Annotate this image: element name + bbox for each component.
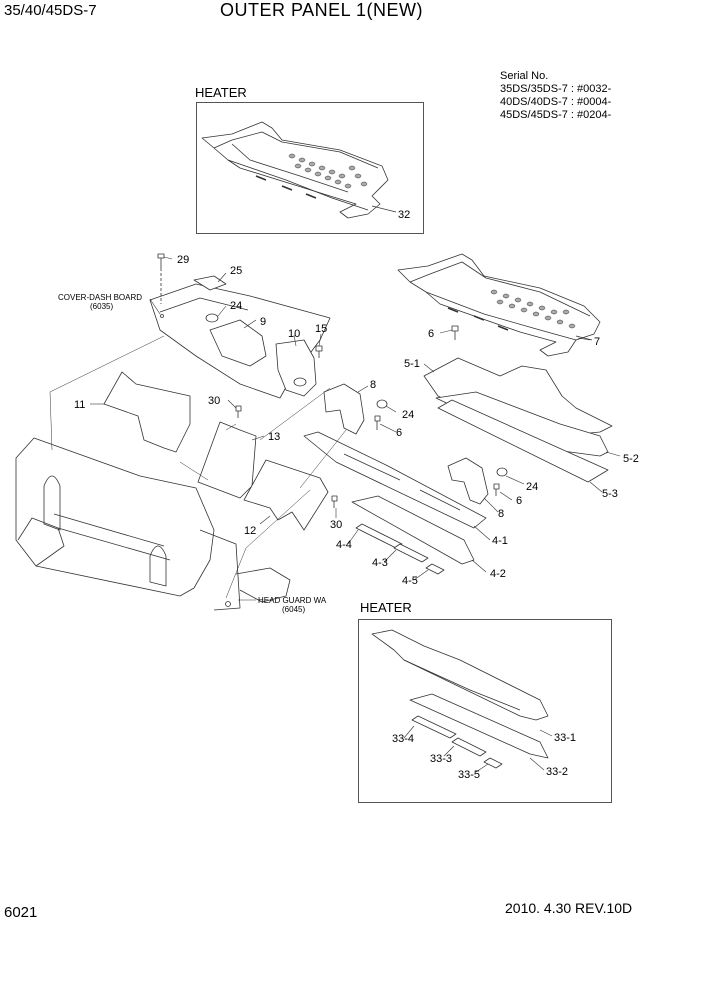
callout-5-2: 5-2 xyxy=(623,453,639,465)
serial-heading: Serial No. xyxy=(500,70,549,82)
part-8-duct-lower xyxy=(447,457,489,505)
callout-8: 8 xyxy=(370,379,376,391)
part-6-screw-lower xyxy=(493,483,500,496)
heater-inset-frame-top xyxy=(196,102,424,234)
part-8-duct-upper xyxy=(323,383,365,435)
part-4-4-strip xyxy=(355,523,403,549)
page-title: OUTER PANEL 1(NEW) xyxy=(220,0,424,20)
callout-6: 6 xyxy=(428,328,434,340)
callout-10: 10 xyxy=(288,328,300,340)
callout-33-4: 33-4 xyxy=(392,733,414,745)
callout-8: 8 xyxy=(498,508,504,520)
callout-7: 7 xyxy=(594,336,600,348)
part-24-grommet xyxy=(205,313,219,323)
callout-4-5: 4-5 xyxy=(402,575,418,587)
part-4-1-plate xyxy=(303,431,487,529)
part-4-2-plate xyxy=(351,495,475,565)
model-number: 35/40/45DS-7 xyxy=(4,2,97,19)
callout-5-3: 5-3 xyxy=(602,488,618,500)
ref-head-guard-no: (6045) xyxy=(282,605,305,614)
part-6-screw-mid xyxy=(374,415,381,430)
part-30-screw-lower xyxy=(331,495,338,508)
heater-inset-frame-bottom xyxy=(358,619,612,803)
page-number: 6021 xyxy=(4,904,38,921)
callout-24: 24 xyxy=(230,300,242,312)
callout-33-2: 33-2 xyxy=(546,766,568,778)
callout-6: 6 xyxy=(516,495,522,507)
ref-head-guard: HEAD GUARD WA xyxy=(258,596,327,605)
serial-line: 35DS/35DS-7 : #0032- xyxy=(500,83,612,95)
heater-inset-label-bottom: HEATER xyxy=(360,600,412,615)
callout-11: 11 xyxy=(74,399,85,411)
callout-33-3: 33-3 xyxy=(430,753,452,765)
serial-number-block: Serial No. 35DS/35DS-7 : #0032- 40DS/40D… xyxy=(500,70,611,122)
part-9-duct xyxy=(209,319,267,367)
ref-cover-dash-board-no: (6035) xyxy=(90,302,113,311)
callout-30: 30 xyxy=(330,519,342,531)
serial-line: 40DS/40DS-7 : #0004- xyxy=(500,96,612,108)
part-32-floor-plate xyxy=(201,121,397,219)
callout-29: 29 xyxy=(177,254,189,266)
part-11-side-panel xyxy=(103,371,191,453)
callout-24: 24 xyxy=(526,481,538,493)
part-4-3-strip xyxy=(393,543,429,563)
callout-33-1: 33-1 xyxy=(554,732,576,744)
part-13-panel xyxy=(197,421,257,499)
callout-32: 32 xyxy=(398,209,410,221)
callout-6: 6 xyxy=(396,427,402,439)
part-7-floor-plate xyxy=(397,253,601,357)
callout-9: 9 xyxy=(260,316,266,328)
part-6-screw-upper xyxy=(451,325,459,340)
callout-25: 25 xyxy=(230,265,242,277)
part-24-grommet-lower xyxy=(496,467,508,477)
part-33-heater-plates xyxy=(371,629,549,769)
part-25-bracket xyxy=(193,275,227,291)
part-15-screw xyxy=(315,345,323,358)
callout-13: 13 xyxy=(268,431,280,443)
part-24-grommet-mid xyxy=(376,399,388,409)
callout-4-1: 4-1 xyxy=(492,535,508,547)
callout-4-4: 4-4 xyxy=(336,539,352,551)
part-4-5-strip xyxy=(425,563,445,575)
truck-frame xyxy=(15,437,291,611)
part-30-screw-upper xyxy=(235,405,242,418)
callout-33-5: 33-5 xyxy=(458,769,480,781)
serial-line: 45DS/45DS-7 : #0204- xyxy=(500,109,612,121)
part-5-3-plate xyxy=(437,399,609,483)
ref-cover-dash-board: COVER-DASH BOARD xyxy=(58,293,142,302)
heater-inset-label-top: HEATER xyxy=(195,85,247,100)
callout-24: 24 xyxy=(402,409,414,421)
part-12-panel xyxy=(243,459,329,531)
callout-4-3: 4-3 xyxy=(372,557,388,569)
callout-4-2: 4-2 xyxy=(490,568,506,580)
revision-date: 2010. 4.30 REV.10D xyxy=(505,900,633,916)
part-29-bolt xyxy=(157,253,165,304)
callout-30: 30 xyxy=(208,395,220,407)
callout-5-1: 5-1 xyxy=(404,358,420,370)
callout-15: 15 xyxy=(315,323,327,335)
callout-12: 12 xyxy=(244,525,256,537)
